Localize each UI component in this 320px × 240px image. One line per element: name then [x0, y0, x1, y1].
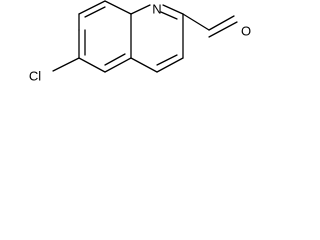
aldehyde-group [182, 13, 238, 38]
atom-label-nitrogen: N [152, 2, 161, 17]
double-bond-inner [156, 54, 178, 66]
bond [162, 4, 184, 15]
double-bond-inner [208, 21, 238, 38]
chloro-substituent [52, 57, 80, 72]
bond [104, 0, 132, 15]
chemical-structure: N O Cl [29, 0, 251, 84]
bond [52, 57, 80, 72]
pyridine-ring [130, 4, 184, 73]
bond [104, 57, 132, 73]
atom-label-oxygen: O [241, 24, 251, 39]
bond [78, 57, 106, 73]
double-bond-inner [104, 53, 126, 66]
bond [156, 57, 184, 73]
double-bond-inner [160, 11, 178, 20]
bond [130, 4, 151, 15]
atom-label-chlorine: Cl [29, 69, 41, 84]
bond [130, 57, 158, 73]
bond [78, 0, 106, 15]
benzene-ring [78, 0, 132, 73]
bond [208, 15, 235, 31]
double-bond-inner [84, 6, 106, 18]
bond [182, 13, 210, 31]
